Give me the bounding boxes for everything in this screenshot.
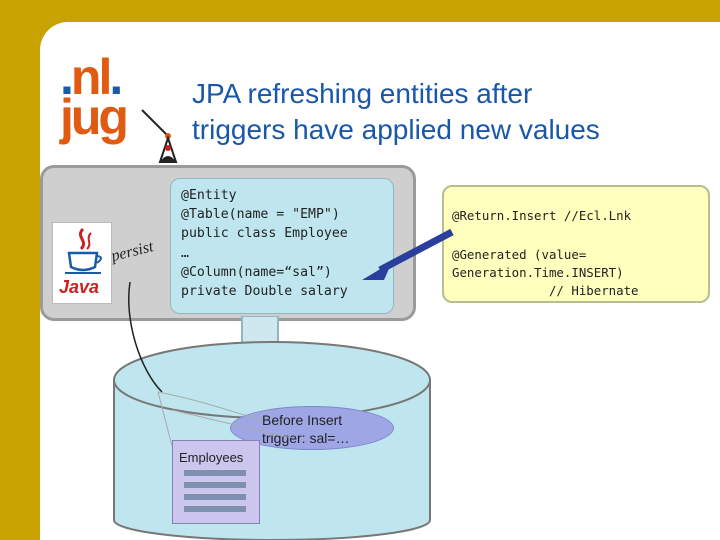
code-line: @Entity (181, 188, 237, 203)
code-line: @Column(name=“sal”) (181, 264, 332, 280)
logo-line1: .nl. (60, 49, 123, 105)
annotation-arrow-shaft (378, 228, 454, 274)
trigger-label: Before Insert trigger: sal=… (262, 412, 350, 446)
entity-code-box (170, 178, 394, 314)
code-line: @Table(name = "EMP") (181, 207, 340, 223)
slide-title: JPA refreshing entities after triggers h… (192, 76, 712, 148)
annotation-box (442, 185, 710, 303)
annotation-arrow-head (362, 262, 392, 280)
duke-mascot-icon (141, 109, 178, 163)
table-row (184, 469, 246, 476)
eclipselink-annotation: @Return.Insert //Ecl.Lnk (452, 208, 632, 223)
employees-table-label: Employees (179, 450, 244, 465)
table-row (184, 505, 246, 512)
title-line2: triggers have applied new values (192, 114, 600, 145)
entity-code: @Entity @Table(name = "EMP") public class … (181, 186, 348, 301)
table-row (184, 481, 246, 488)
code-line: … (181, 245, 189, 261)
nljug-logo: .nl. jug (56, 52, 196, 164)
java-cup-icon (65, 227, 102, 274)
employees-table: Employees (172, 440, 260, 524)
persist-curve (128, 281, 163, 393)
java-logo: Java (52, 222, 112, 304)
db-line (157, 391, 263, 421)
table-row (184, 493, 246, 500)
code-line: public class Employee (181, 226, 348, 242)
db-line (171, 409, 293, 439)
java-logo-text: Java (59, 277, 100, 297)
title-line1: JPA refreshing entities after (192, 78, 533, 109)
db-line (157, 391, 173, 447)
hibernate-annotation: @Generated (value=Generation.Time.INSERT… (452, 247, 639, 298)
logo-line2: jug (60, 89, 129, 145)
code-line: private Double salary (181, 284, 348, 300)
